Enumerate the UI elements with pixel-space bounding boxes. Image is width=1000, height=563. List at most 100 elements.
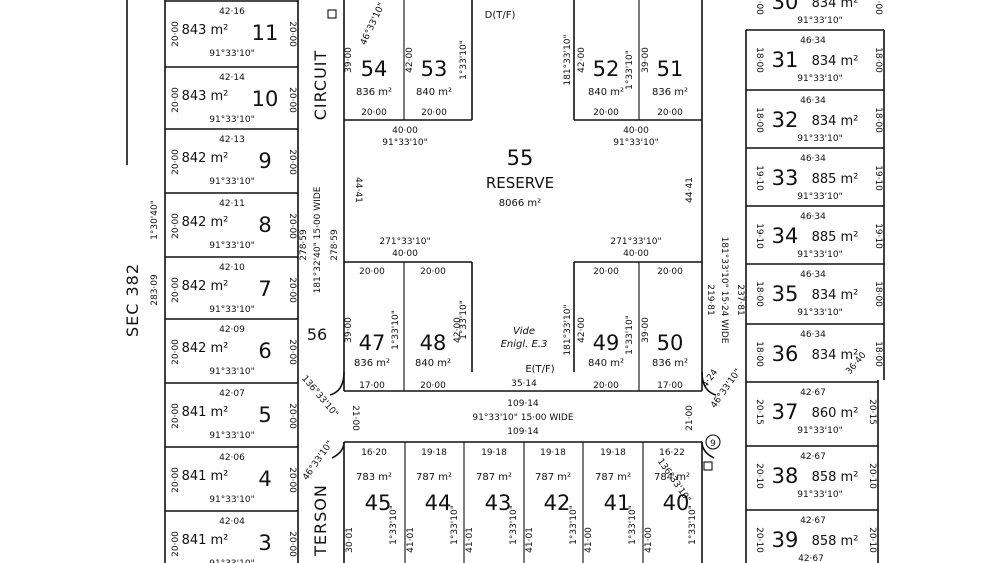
left-lot-bearing: 91°33'10": [209, 49, 254, 59]
right-lot-top-dim: 46·34: [800, 154, 826, 164]
section-label: SEC 382: [123, 263, 142, 337]
reserve-bottom-left: 40·00: [392, 249, 418, 259]
top-lot-side-dim: 42·00: [577, 47, 587, 73]
left-lot-number: 10: [252, 87, 279, 111]
right-lot-bearing: 91°33'10": [797, 308, 842, 318]
left-lot-side: 20·00: [287, 21, 297, 47]
right-lot-area: 834 m²: [812, 114, 859, 129]
top-bearing-46: 46°33'10": [359, 1, 387, 46]
right-lot-side: 20·10: [867, 527, 877, 553]
left-lot-side: 20·00: [171, 21, 181, 47]
mid-lot-area: 836 m²: [652, 358, 688, 369]
right-lot-area: 858 m²: [812, 470, 859, 485]
bottom-lot-top-dim: 16·20: [361, 448, 387, 458]
left-lot-bearing: 91°33'10": [209, 115, 254, 125]
bottom-lot-number: 45: [365, 491, 392, 515]
bottom-lot-bearing: 1°33'10": [450, 505, 460, 545]
mid-lot-number: 49: [593, 331, 620, 355]
left-lot-side: 20·00: [171, 531, 181, 557]
circuit-road-label: CIRCUIT: [311, 50, 330, 121]
top-lot-number: 54: [361, 57, 388, 81]
right-lot-bearing: 91°33'10": [797, 426, 842, 436]
right-lot-number: 39: [772, 528, 799, 552]
right-lot-top-dim: 46·34: [800, 270, 826, 280]
left-lot-area: 843 m²: [182, 89, 229, 104]
dim-21-right: 21·00: [685, 405, 695, 431]
left-lot-top-dim: 42·14: [219, 73, 245, 83]
right-lot-number: 36: [772, 342, 799, 366]
road-partial-label: TERSON: [311, 484, 330, 557]
top-lot-side-dim: 39·00: [344, 47, 354, 73]
right-lot-side: 20·15: [754, 399, 764, 425]
mid-lot-area: 836 m²: [354, 358, 390, 369]
bottom-lot-bearing: 1°33'10": [688, 505, 698, 545]
right-lot-side: 20·10: [754, 527, 764, 553]
left-lot-bearing: 91°33'10": [209, 241, 254, 251]
mid-lot-top-dim: 20·00: [657, 267, 683, 277]
left-lot-side: 20·00: [287, 339, 297, 365]
right-lot-side: 18·00: [754, 341, 764, 367]
bottom-lot-top-dim: 19·18: [540, 448, 566, 458]
left-lot-top-dim: 42·09: [219, 325, 245, 335]
mid-lot-side-dim: 39·00: [641, 317, 651, 343]
bottom-lot-side-dim: 41·01: [406, 527, 416, 553]
right-lot-side: 19·10: [873, 223, 883, 249]
top-lot-area: 840 m²: [588, 87, 624, 98]
mid-lot-area: 840 m²: [588, 358, 624, 369]
mid-lot-number: 48: [420, 331, 447, 355]
right-lot-side: 20·10: [754, 463, 764, 489]
left-lot-side: 20·00: [287, 87, 297, 113]
mid-lot-top-dim: 20·00: [420, 267, 446, 277]
left-lot-top-dim: 42·16: [219, 7, 245, 17]
top-bearing: 1°33'10": [459, 40, 469, 80]
left-lot-area: 841 m²: [182, 405, 229, 420]
far-left-dim: 283·09: [150, 274, 160, 306]
top-lot-bottom-dim: 20·00: [421, 108, 447, 118]
mid-lot-side-dim: 42·00: [453, 317, 463, 343]
right-lot-number: 37: [772, 400, 799, 424]
right-lot-area: 834 m²: [812, 54, 859, 69]
left-lot-bearing: 91°33'10": [209, 559, 254, 563]
right-lot-side: 18·00: [754, 281, 764, 307]
left-lot-bearing: 91°33'10": [209, 367, 254, 377]
road-bottom-width: 109·14: [507, 427, 539, 437]
top-lot-number: 53: [421, 57, 448, 81]
left-lot-area: 842 m²: [182, 215, 229, 230]
left-lot-top-dim: 42·06: [219, 453, 245, 463]
reserve-right-side: 44·41: [685, 177, 695, 203]
top-lot-side-dim: 42·00: [405, 47, 415, 73]
right-lot-top-dim: 46·34: [800, 96, 826, 106]
reserve-top-left-bearing: 91°33'10": [382, 138, 427, 148]
mid-lot-number: 47: [359, 331, 386, 355]
left-lot-side: 20·00: [287, 531, 297, 557]
left-lot-number: 3: [258, 531, 271, 555]
reserve-number: 55: [507, 146, 534, 170]
right-lot-side: 19·10: [754, 223, 764, 249]
right-lot-bearing: 91°33'10": [797, 16, 842, 26]
right-lot-top-dim: 46·34: [800, 36, 826, 46]
left-lot-side: 20·00: [171, 213, 181, 239]
left-lot-bearing: 91°33'10": [209, 305, 254, 315]
left-road-dim2: 278·59: [330, 229, 340, 261]
right-lot-bearing: 91°33'10": [797, 490, 842, 500]
dim-3514: 35·14: [511, 379, 537, 389]
left-lot-area: 842 m²: [182, 279, 229, 294]
left-lot-number: 8: [258, 213, 271, 237]
bottom-lot-bearing: 1°33'10": [389, 505, 399, 545]
mid-lot-top-dim: 20·00: [359, 267, 385, 277]
right-lot-side: 18·00: [873, 341, 883, 367]
mid-lot-number: 50: [657, 331, 684, 355]
left-lot-side: 20·00: [171, 403, 181, 429]
bottom-lot-top-dim: 19·18: [600, 448, 626, 458]
easement-d: D(T/F): [485, 10, 516, 21]
right-lot-number: 33: [772, 166, 799, 190]
left-lot-side: 20·00: [287, 277, 297, 303]
right-lot-area: 834 m²: [812, 0, 859, 11]
right-road-dim1: 219·81: [705, 284, 715, 316]
bottom-lot-area: 787 m²: [416, 472, 452, 483]
road-top-width: 109·14: [507, 399, 539, 409]
